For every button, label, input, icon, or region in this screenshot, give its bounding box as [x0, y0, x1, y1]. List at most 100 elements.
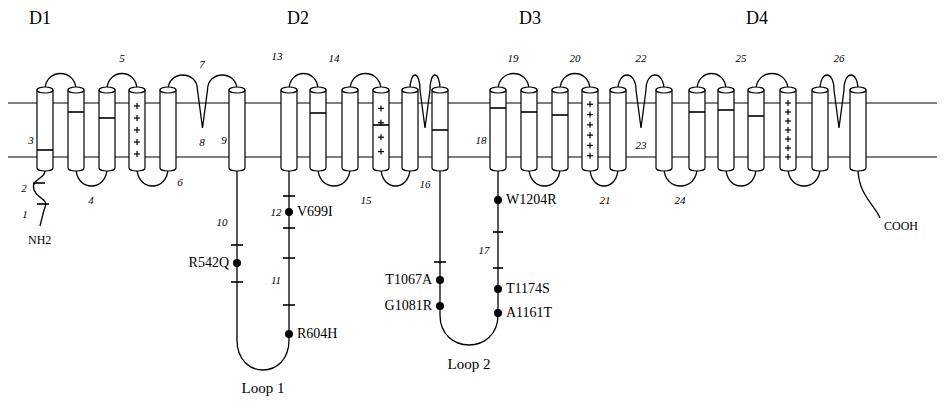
segment-body: [656, 90, 672, 171]
transmembrane-segment: [99, 87, 115, 171]
segment-number: 16: [420, 179, 431, 190]
segment-cap: [610, 87, 626, 93]
segment-number: 6: [177, 177, 183, 188]
charge-stroke: [380, 149, 381, 155]
segment-body: [850, 90, 866, 171]
mutation-label: T1067A: [385, 273, 432, 287]
peptide-loop: [168, 75, 237, 128]
charge-symbol: [587, 122, 593, 128]
boundary-tick: [493, 267, 503, 269]
charge-stroke: [787, 118, 788, 124]
segment-number: 2: [21, 183, 27, 194]
transmembrane-segment: [281, 87, 297, 171]
segment-number: 25: [736, 53, 747, 64]
segment-cap: [432, 87, 448, 93]
segment-body: [718, 90, 734, 171]
segment-body: [552, 90, 568, 171]
mutation-dot: [494, 309, 502, 317]
segment-cap: [68, 87, 84, 93]
segment-mark: [689, 111, 705, 113]
transmembrane-segment: [129, 87, 145, 171]
segment-mark: [490, 107, 506, 109]
charge-symbol: [785, 127, 791, 133]
charge-stroke: [589, 101, 590, 107]
segment-mark: [68, 111, 84, 113]
charge-symbol: [587, 132, 593, 138]
charge-symbol: [378, 120, 384, 126]
charge-stroke: [787, 136, 788, 142]
peptide-loop: [858, 168, 880, 218]
charge-symbol: [785, 100, 791, 106]
membrane-line: [8, 102, 937, 103]
transmembrane-segment: [521, 87, 537, 171]
segment-mark: [718, 109, 734, 111]
charge-symbol: [134, 115, 140, 121]
membrane-line: [8, 156, 937, 157]
transmembrane-segment: [432, 87, 448, 171]
segment-cap: [552, 87, 568, 93]
mutation-label: A1161T: [506, 306, 552, 320]
transmembrane-segment: [582, 87, 598, 171]
segment-number: 5: [119, 53, 125, 64]
segment-number: 8: [199, 137, 205, 148]
segment-body: [812, 90, 828, 171]
segment-body: [342, 90, 358, 171]
segment-cap: [37, 87, 53, 93]
mutation-dot: [233, 259, 241, 267]
segment-cap: [310, 87, 326, 93]
segment-body: [99, 90, 115, 171]
segment-body: [402, 90, 418, 171]
charge-stroke: [787, 100, 788, 106]
boundary-tick: [283, 304, 295, 306]
transmembrane-segment: [373, 87, 389, 171]
charge-stroke: [787, 154, 788, 160]
boundary-tick: [283, 257, 295, 259]
transmembrane-segment: [490, 87, 506, 171]
segment-cap: [521, 87, 537, 93]
boundary-tick: [434, 261, 446, 263]
charge-stroke: [589, 122, 590, 128]
segment-mark: [521, 111, 537, 113]
transmembrane-segment: [310, 87, 326, 171]
segment-cap: [748, 87, 764, 93]
mutation-label: R604H: [297, 327, 337, 341]
segment-number: 13: [272, 51, 283, 62]
segment-cap: [582, 87, 598, 93]
boundary-tick: [33, 182, 45, 184]
charge-symbol: [785, 118, 791, 124]
charge-symbol: [134, 103, 140, 109]
charge-symbol: [785, 109, 791, 115]
charge-symbol: [785, 136, 791, 142]
transmembrane-segment: [812, 87, 828, 171]
domain-label: D3: [519, 9, 541, 27]
segment-cap: [780, 87, 796, 93]
charge-symbol: [587, 112, 593, 118]
segment-cap: [402, 87, 418, 93]
segment-mark: [37, 149, 53, 151]
transmembrane-segment: [68, 87, 84, 171]
segment-cap: [129, 87, 145, 93]
terminus-label: COOH: [884, 220, 918, 232]
transmembrane-segment: [689, 87, 705, 171]
boundary-tick: [283, 227, 295, 229]
segment-body: [521, 90, 537, 171]
charge-stroke: [787, 127, 788, 133]
segment-cap: [689, 87, 705, 93]
mutation-label: W1204R: [506, 193, 557, 207]
mutation-dot: [436, 302, 444, 310]
charge-symbol: [587, 153, 593, 159]
mutation-dot: [436, 276, 444, 284]
segment-body: [129, 90, 145, 171]
loop-label: Loop 1: [242, 381, 285, 396]
segment-body: [610, 90, 626, 171]
segment-body: [68, 90, 84, 171]
segment-body: [310, 90, 326, 171]
segment-body: [281, 90, 297, 171]
segment-number: 18: [476, 135, 487, 146]
charge-stroke: [787, 145, 788, 151]
segment-cap: [229, 87, 245, 93]
charge-symbol: [378, 105, 384, 111]
segment-cap: [718, 87, 734, 93]
charge-symbol: [134, 151, 140, 157]
charge-symbol: [134, 139, 140, 145]
